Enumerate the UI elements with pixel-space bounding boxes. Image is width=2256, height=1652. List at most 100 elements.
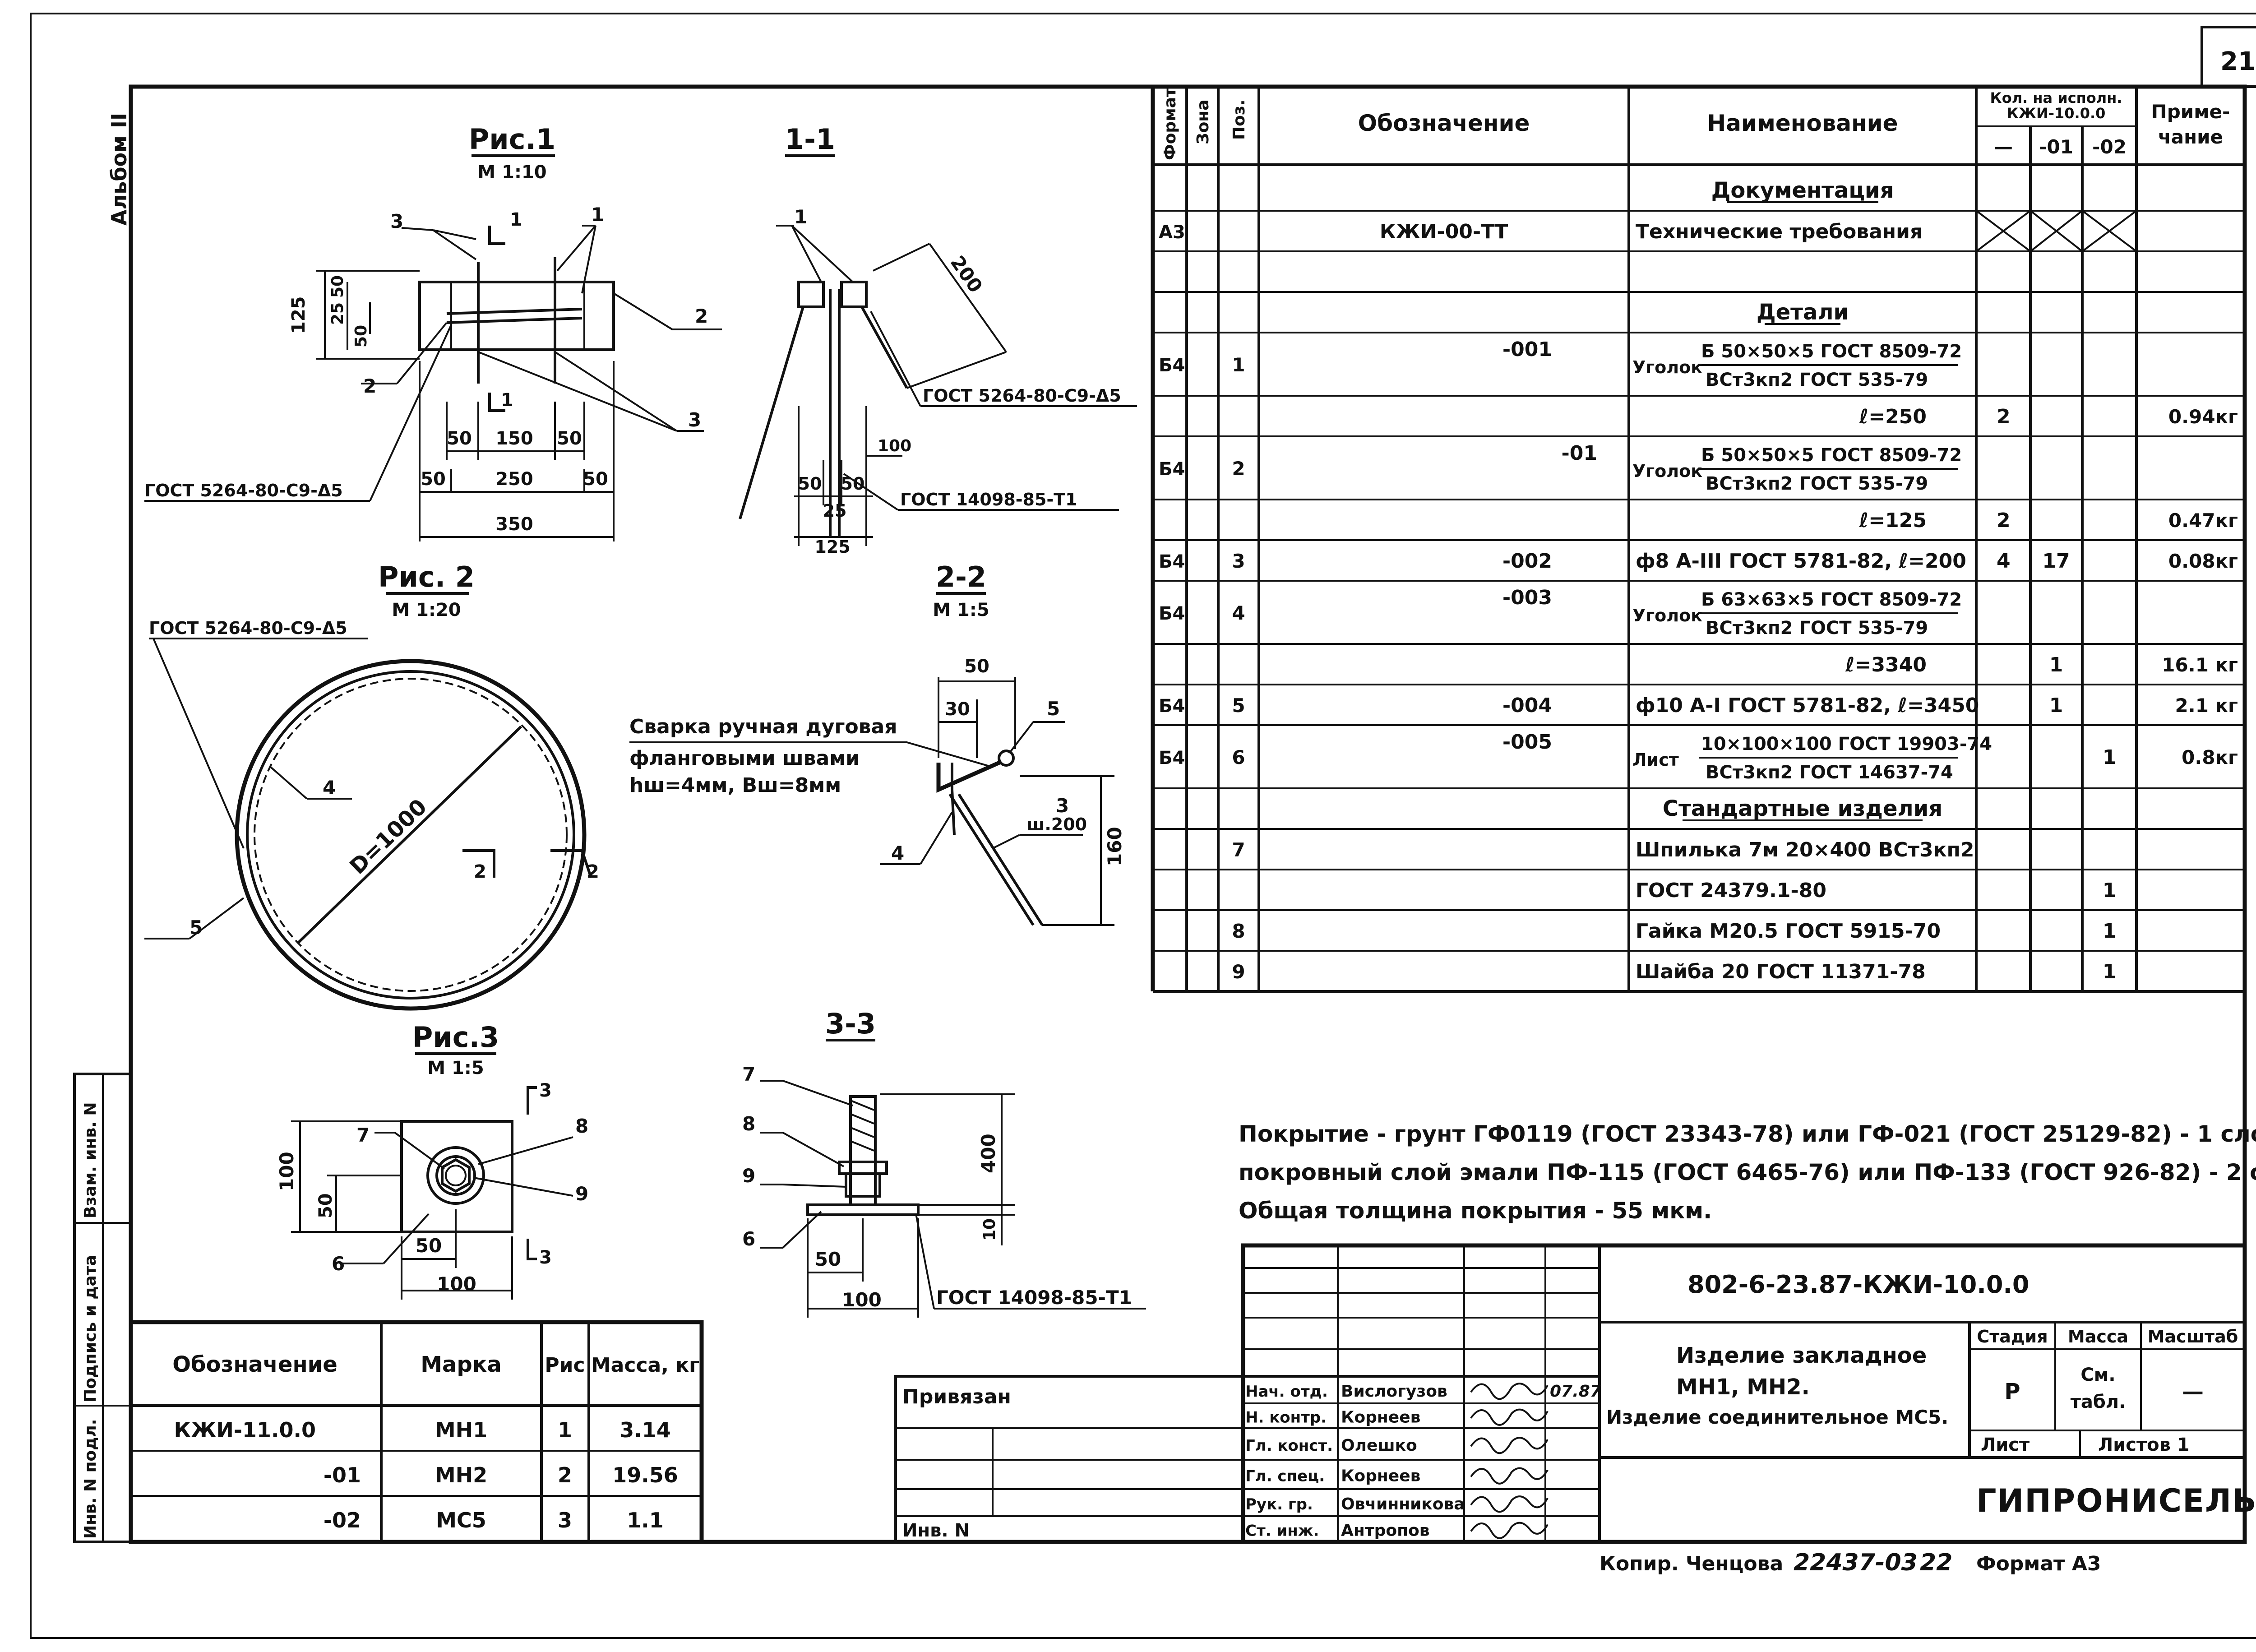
section-3-3-dim-400: 400 [977, 1134, 999, 1173]
spec-row-denominator: ВСт3кп2 ГОСТ 535-79 [1706, 370, 1928, 390]
spec-row-length: ℓ=125 [1859, 509, 1927, 532]
fig-3-pos-8: 8 [575, 1115, 588, 1137]
fig-3-sect-b: 3 [539, 1247, 552, 1268]
fig-3-pos-9: 9 [575, 1183, 588, 1205]
spec-row-name: ф10 А-I ГОСТ 5781-82, ℓ=3450 [1636, 694, 1979, 717]
section-1-1-dim-200: 200 [946, 252, 987, 297]
marks-row-3-mass: 1.1 [627, 1508, 664, 1532]
sheet-number-box [2201, 26, 2256, 88]
spec-row-denominator: ВСт3кп2 ГОСТ 14637-74 [1706, 762, 1953, 783]
marks-row-2-des: -01 [324, 1463, 361, 1487]
spec-row-format: Б4 [1159, 459, 1185, 480]
spec-row-designation: -005 [1502, 731, 1552, 754]
signature-name: Корнеев [1341, 1467, 1420, 1485]
spec-row-pos: 8 [1232, 920, 1245, 942]
spec-row-name: ф8 А-III ГОСТ 5781-82, ℓ=200 [1636, 550, 1966, 573]
spec-row-qty-0: 2 [1997, 509, 2011, 532]
section-2-2-dim-160: 160 [1104, 827, 1126, 866]
fig-1-dim-50e: 50 [421, 469, 446, 490]
fig-1-scale: М 1:10 [477, 162, 546, 183]
spec-header-qty-1: Кол. на исполн. [1990, 89, 2122, 106]
fig-2-gost-weld: ГОСТ 5264-80-С9-Δ5 [149, 618, 347, 638]
fig-3-scale: М 1:5 [427, 1058, 484, 1078]
signature-role: Гл. спец. [1245, 1467, 1325, 1485]
spec-row-designation: -003 [1502, 586, 1552, 609]
organization-name: ГИПРОНИСЕЛЬХОЗ [1976, 1482, 2256, 1519]
section-2-2-drawing: 2-2 М 1:5 50 30 160 Сварка ручная дугова… [629, 560, 1126, 926]
handwritten-signature [1470, 1467, 1549, 1485]
signature-name: Вислогузов [1341, 1382, 1447, 1401]
section-1-1-dim-50b: 50 [841, 474, 865, 494]
spec-row-qty-2: 1 [2103, 920, 2117, 943]
spec-row-qty-0: 2 [1997, 405, 2011, 428]
section-1-1-gost-stud: ГОСТ 14098-85-Т1 [900, 490, 1077, 509]
fig-3-title: Рис.3 [412, 1021, 499, 1054]
handwritten-signature [1470, 1408, 1549, 1426]
spec-row-format: Б4 [1159, 696, 1185, 717]
spec-row-note: 0.8кг [2182, 746, 2238, 768]
section-1-1-dim-25: 25 [823, 501, 847, 521]
section-2-2-pos-3: 3 [1056, 795, 1069, 817]
signature-role: Нач. отд. [1245, 1383, 1328, 1401]
marks-row-1-des: КЖИ-11.0.0 [174, 1418, 316, 1442]
signature-role: Ст. инж. [1245, 1522, 1319, 1540]
spec-header-format: Формат [1161, 88, 1179, 160]
signature-name: Олешко [1341, 1436, 1417, 1455]
section-1-1-dim-100: 100 [878, 437, 911, 455]
section-1-1-dim-50a: 50 [798, 474, 822, 494]
spec-row-length: ℓ=250 [1859, 405, 1927, 428]
spec-row-designation: -002 [1502, 550, 1552, 573]
signature-role: Гл. конст. [1245, 1437, 1333, 1455]
fig-1-title: Рис.1 [469, 123, 555, 156]
scale-header: Масштаб [2148, 1327, 2238, 1347]
marks-row-1-mark: МН1 [435, 1418, 487, 1442]
fig-1-angle-plan [418, 281, 615, 351]
section-2-2-weld-line-1: Сварка ручная дуговая [629, 715, 897, 738]
privyazan-label: Привязан [902, 1385, 1011, 1408]
album-label: Альбом II [107, 113, 131, 226]
handwritten-signature [1470, 1522, 1549, 1539]
marks-row-2-mass: 19.56 [612, 1463, 678, 1487]
marks-row-2-mark: МН2 [435, 1463, 487, 1487]
section-1-1-title: 1-1 [785, 123, 835, 156]
spec-row-designation: КЖИ-00-ТТ [1380, 220, 1508, 243]
spec-header-pos: Поз. [1230, 100, 1248, 140]
fig-3-dim-100v: 100 [276, 1152, 298, 1191]
spec-row-pos: 9 [1232, 961, 1245, 983]
fig-2-pos-5: 5 [190, 916, 203, 939]
section-2-2-dim-50: 50 [964, 656, 989, 677]
spec-row-length: ℓ=3340 [1845, 653, 1927, 676]
spec-row-designation: -004 [1502, 694, 1552, 717]
fig-1-dim-50d: 50 [557, 428, 582, 449]
spec-row-format: Б4 [1159, 603, 1185, 624]
signature-role: Рук. гр. [1245, 1495, 1313, 1513]
marks-row-3-fig: 3 [558, 1508, 572, 1532]
outer-border [30, 13, 2256, 1639]
spec-row-section: Детали [1757, 300, 1849, 325]
section-1-1-dim-125: 125 [814, 537, 850, 557]
spec-row-pos: 3 [1232, 550, 1245, 572]
section-3-3-gost-stud: ГОСТ 14098-85-Т1 [936, 1286, 1132, 1309]
section-3-3-pos-8: 8 [742, 1113, 755, 1135]
section-3-3-pos-6: 6 [742, 1228, 755, 1250]
fig-1-gost-weld: ГОСТ 5264-80-С9-Δ5 [144, 481, 343, 500]
spec-row-note: 0.94кг [2168, 406, 2238, 428]
note-line-3: Общая толщина покрытия - 55 мкм. [1239, 1198, 1712, 1224]
spec-row-pos: 5 [1232, 694, 1245, 717]
note-line-2: покровный слой эмали ПФ-115 (ГОСТ 6465-7… [1239, 1159, 2256, 1185]
fig-1-dim-50b: 50 [352, 325, 370, 347]
side-stamp: Инв. N подл. Подпись и дата Взам. инв. N [73, 1073, 132, 1543]
inv-n-label: Инв. N [902, 1520, 970, 1541]
marks-header-mass: Масса, кг [591, 1354, 699, 1377]
section-3-3-title: 3-3 [825, 1007, 876, 1040]
fig-3-dim-50v: 50 [315, 1193, 336, 1218]
title-line-1: Изделие закладное [1676, 1343, 1927, 1368]
fig-1-dim-250: 250 [495, 469, 533, 490]
note-line-1: Покрытие - грунт ГФ0119 (ГОСТ 23343-78) … [1239, 1121, 2256, 1147]
title-line-2: МН1, МН2. [1676, 1374, 1810, 1400]
fig-1-sect-mark-a: 1 [510, 209, 522, 230]
title-block: 802-6-23.87-КЖИ-10.0.0 Изделие закладное… [1241, 1243, 2256, 1544]
side-stamp-replace: Взам. инв. N [81, 1102, 100, 1218]
spec-header-qty-col-2: -02 [2092, 136, 2127, 158]
